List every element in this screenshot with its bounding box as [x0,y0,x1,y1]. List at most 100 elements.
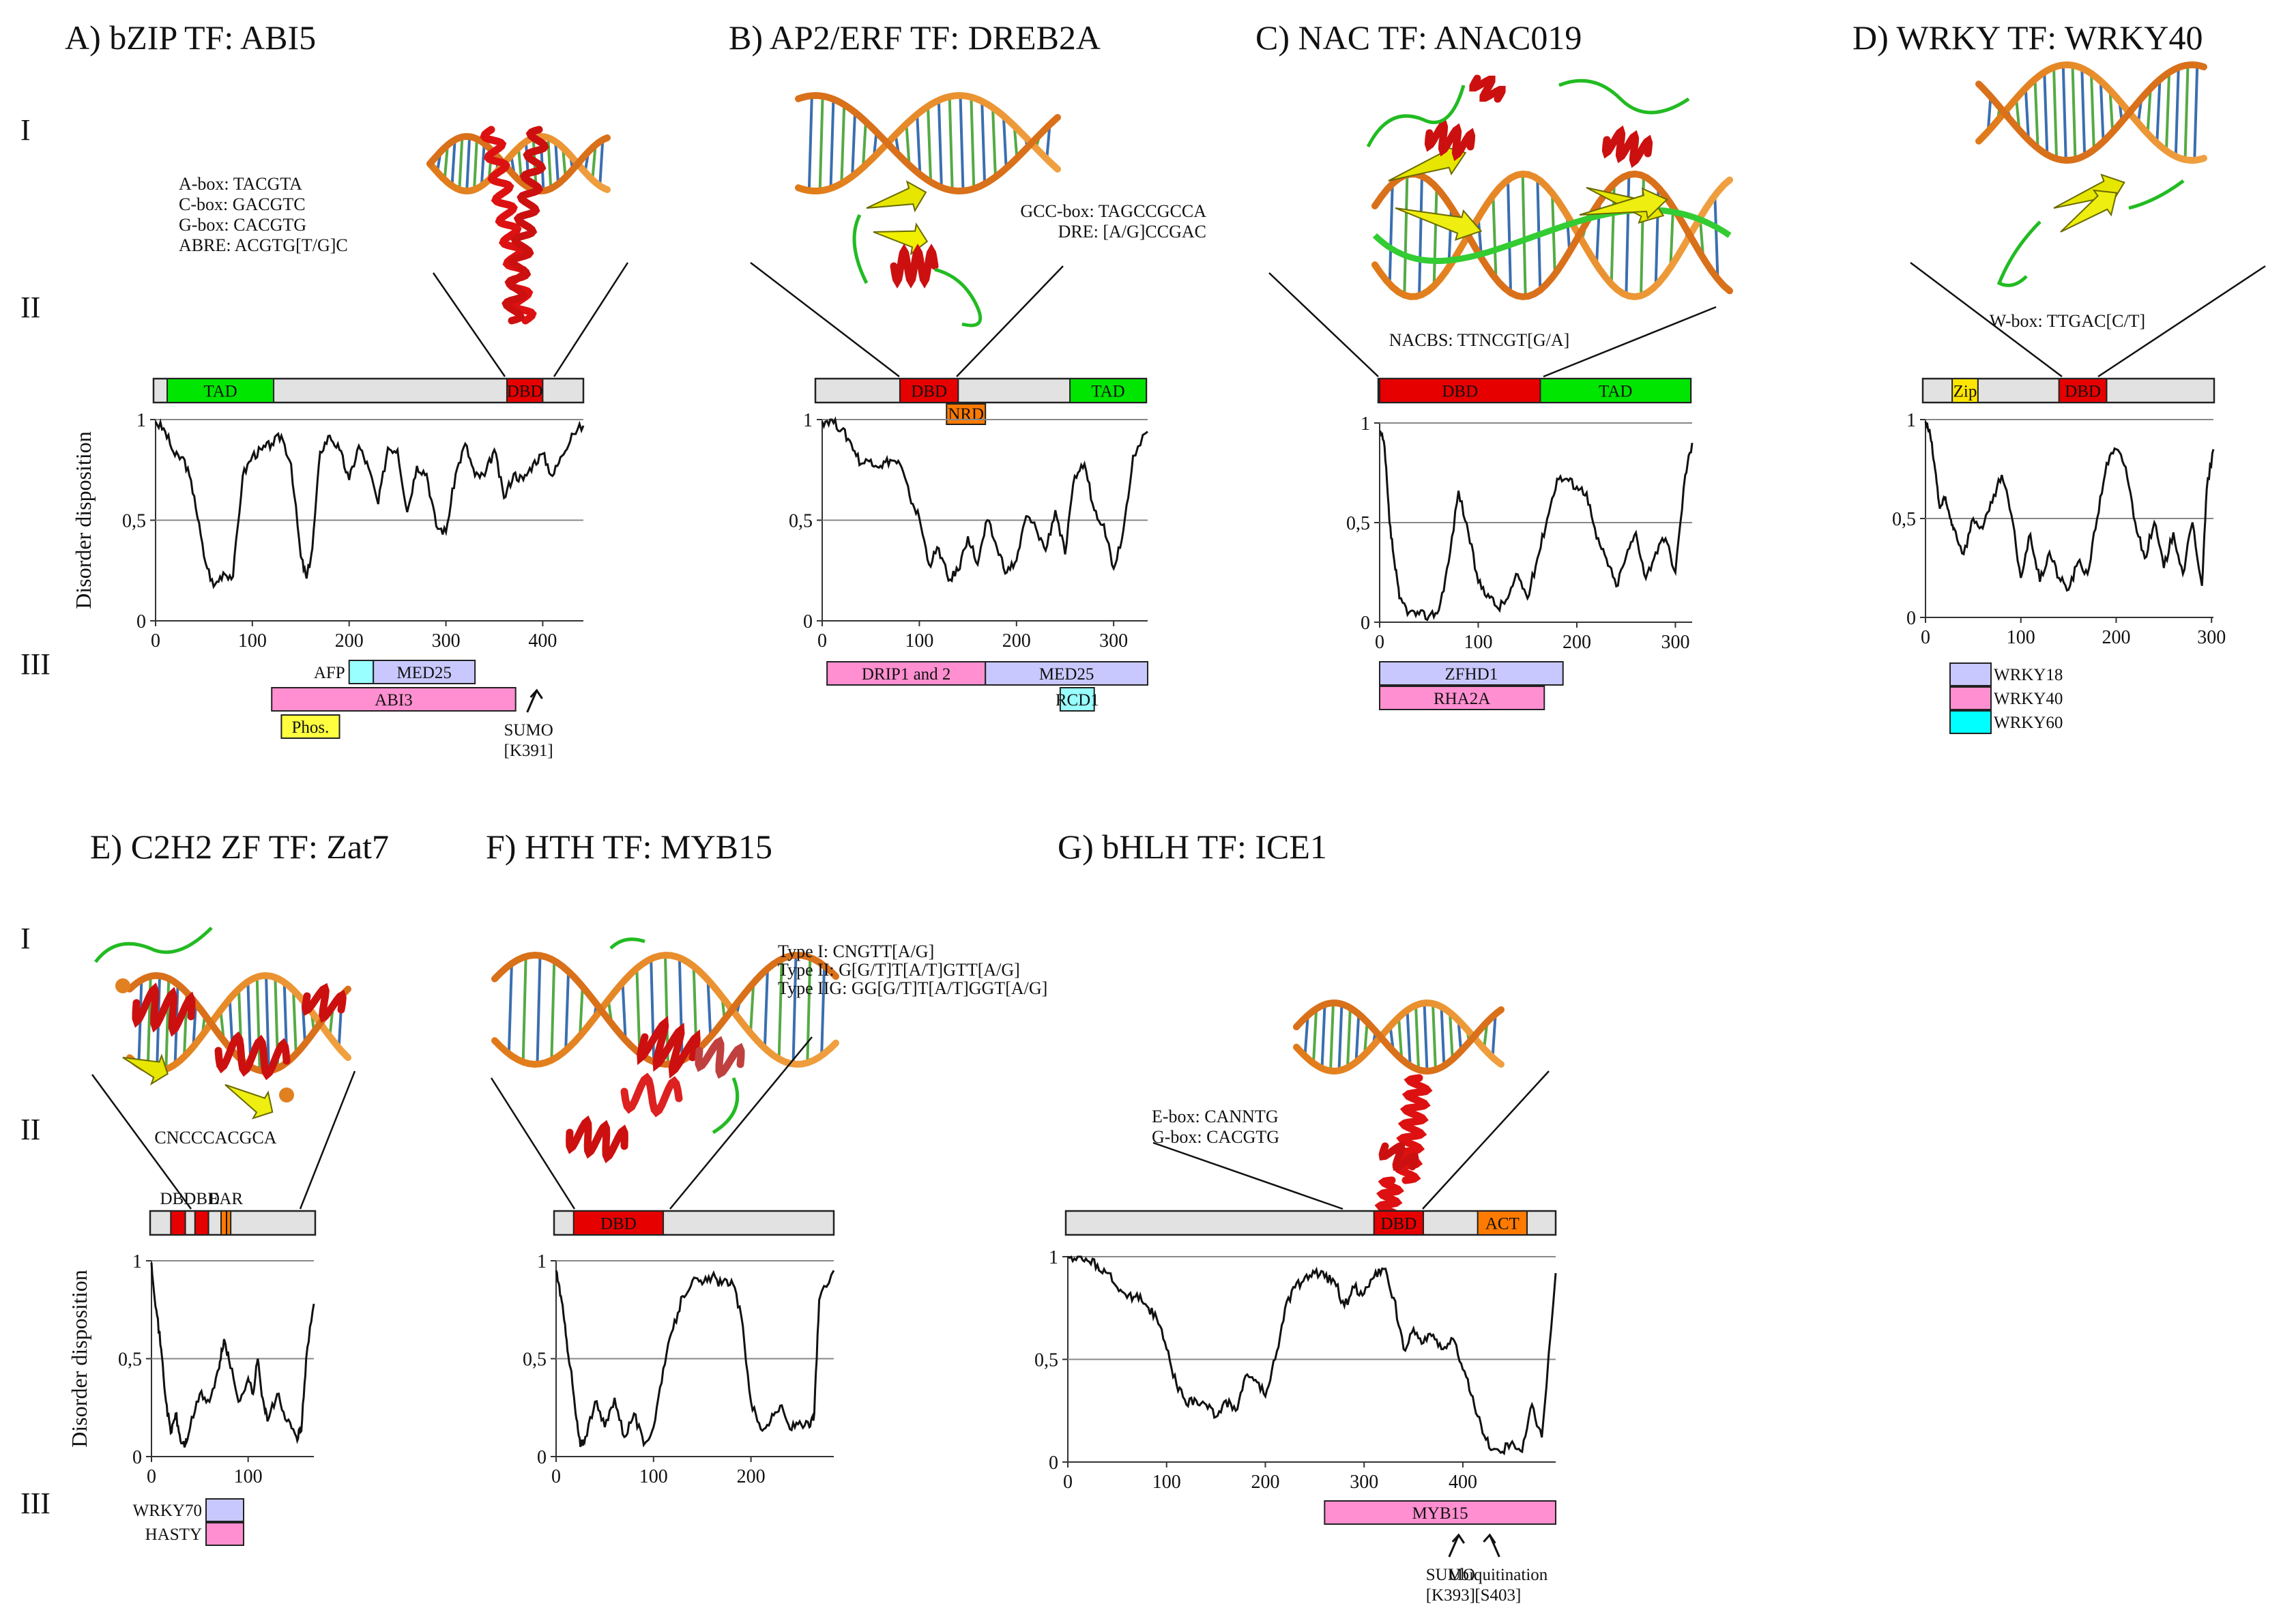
dna-base-pair [1406,1010,1412,1064]
dna-base-pair [1303,1018,1309,1056]
dna-base-pair [465,136,471,192]
callout-line [432,272,506,377]
interactor-label: RHA2A [1434,690,1490,708]
domain-tad [166,378,275,403]
x-tick-label: 200 [1251,1472,1279,1493]
dna-base-pair [1002,116,1008,171]
alpha-helix [695,1036,745,1079]
legend-swatch [1949,686,1992,710]
domain-label: DBD [1380,1215,1416,1233]
row-label-ii: II [20,291,40,324]
domain-dbd [1373,1210,1425,1236]
helix-ribbon [1378,1141,1419,1171]
dna-double-helix [1371,170,1733,301]
dna-base-pair [1403,175,1409,295]
dna-base-pair [591,147,597,180]
panel-title: G) bHLH TF: ICE1 [1058,828,1327,866]
callout-line [956,265,1064,377]
x-tick-label: 0 [1063,1472,1073,1493]
x-tick-label: 200 [1563,632,1591,653]
dna-backbone [795,91,1061,195]
dna-base-pair [763,971,769,1049]
dna-base-pair [1337,1003,1343,1071]
helix-ribbon [695,1036,745,1079]
helix-ribbon [620,1072,683,1118]
y-axis-label: Disorder disposition [71,431,96,609]
domain-dbd [506,378,544,403]
callout-line [669,1036,813,1210]
helix-ribbon [1469,74,1506,103]
protein-dna-structure-B [795,91,1061,327]
domain-dbd [572,1210,665,1236]
dna-base-pair [1432,184,1438,287]
arrow-shaft [526,690,538,713]
dna-base-pair [1492,195,1498,276]
dna-base-pair [579,983,584,1036]
alpha-helix [502,126,549,325]
dna-base-pair [1329,1003,1335,1071]
arrow-head [1483,1533,1496,1544]
dna-backbone [491,951,839,1068]
dna-double-helix [795,91,1061,195]
binding-motif: ABRE: ACGTG[T/G]C [179,235,348,255]
callout-line [1543,306,1717,378]
modification-label: Ubiquitination [1448,1566,1547,1584]
panel-title: F) HTH TF: MYB15 [486,828,772,866]
legend-swatch [205,1498,244,1522]
beta-sheet-arrow [866,180,927,213]
dna-base-pair [1346,1006,1352,1068]
y-tick-label: 0,5 [118,1349,142,1371]
dna-base-pair [458,137,464,190]
row-label-i: I [20,922,31,955]
y-tick-label: 0 [1361,613,1370,634]
dna-base-pair [473,137,478,190]
interactor-label: ZFHD1 [1444,665,1498,684]
dna-base-pair [1045,127,1051,160]
domain-label: DBD [2065,383,2101,401]
interactor-rcd1 [1059,687,1095,712]
dna-backbone [1975,61,2207,164]
domain-label: TAD [1599,383,1632,401]
loop-coil [609,937,645,950]
disorder-series-line [821,416,1148,583]
dna-base-pair [2080,68,2087,158]
alpha-helix [1601,125,1653,169]
y-tick-label: 1 [1906,410,1916,431]
alpha-helix [1378,1141,1419,1171]
domain-label: TAD [1091,383,1124,401]
beta-sheet-arrow [1395,207,1483,242]
binding-motif: W-box: TTGAC[C/T] [1990,311,2145,331]
beta-sheet-arrow [2060,189,2118,233]
disorder-series-line [1924,421,2215,592]
loop-coil [1366,85,1466,148]
beta-sheet-arrow [224,1084,274,1120]
x-tick-label: 0 [147,1466,156,1487]
binding-motif: A-box: TACGTA [179,174,302,194]
alpha-helix [620,1072,683,1118]
y-tick-label: 0,5 [789,511,813,532]
dna-base-pair [2090,73,2095,152]
loop-coil [934,267,983,327]
y-tick-label: 1 [537,1251,547,1272]
dna-backbone [1372,206,1732,265]
modification-site: [K393] [1426,1586,1475,1605]
legend-swatch [1949,710,1992,734]
dna-base-pair [550,959,556,1061]
domain-act [1477,1210,1528,1236]
dna-base-pair [1610,186,1616,284]
dna-base-pair [564,969,570,1051]
dna-base-pair [970,97,976,190]
dna-base-pair [246,981,252,1066]
y-tick-label: 0 [1049,1452,1058,1474]
dna-base-pair [1625,175,1631,295]
dna-base-pair [1320,1005,1326,1069]
dna-base-pair [2052,67,2058,158]
dna-base-pair [2033,79,2039,146]
dna-base-pair [598,141,605,186]
dna-base-pair [1551,193,1556,278]
x-tick-label: 100 [234,1466,263,1487]
loop-coil [1558,78,1690,115]
helix-ribbon [566,1115,628,1164]
